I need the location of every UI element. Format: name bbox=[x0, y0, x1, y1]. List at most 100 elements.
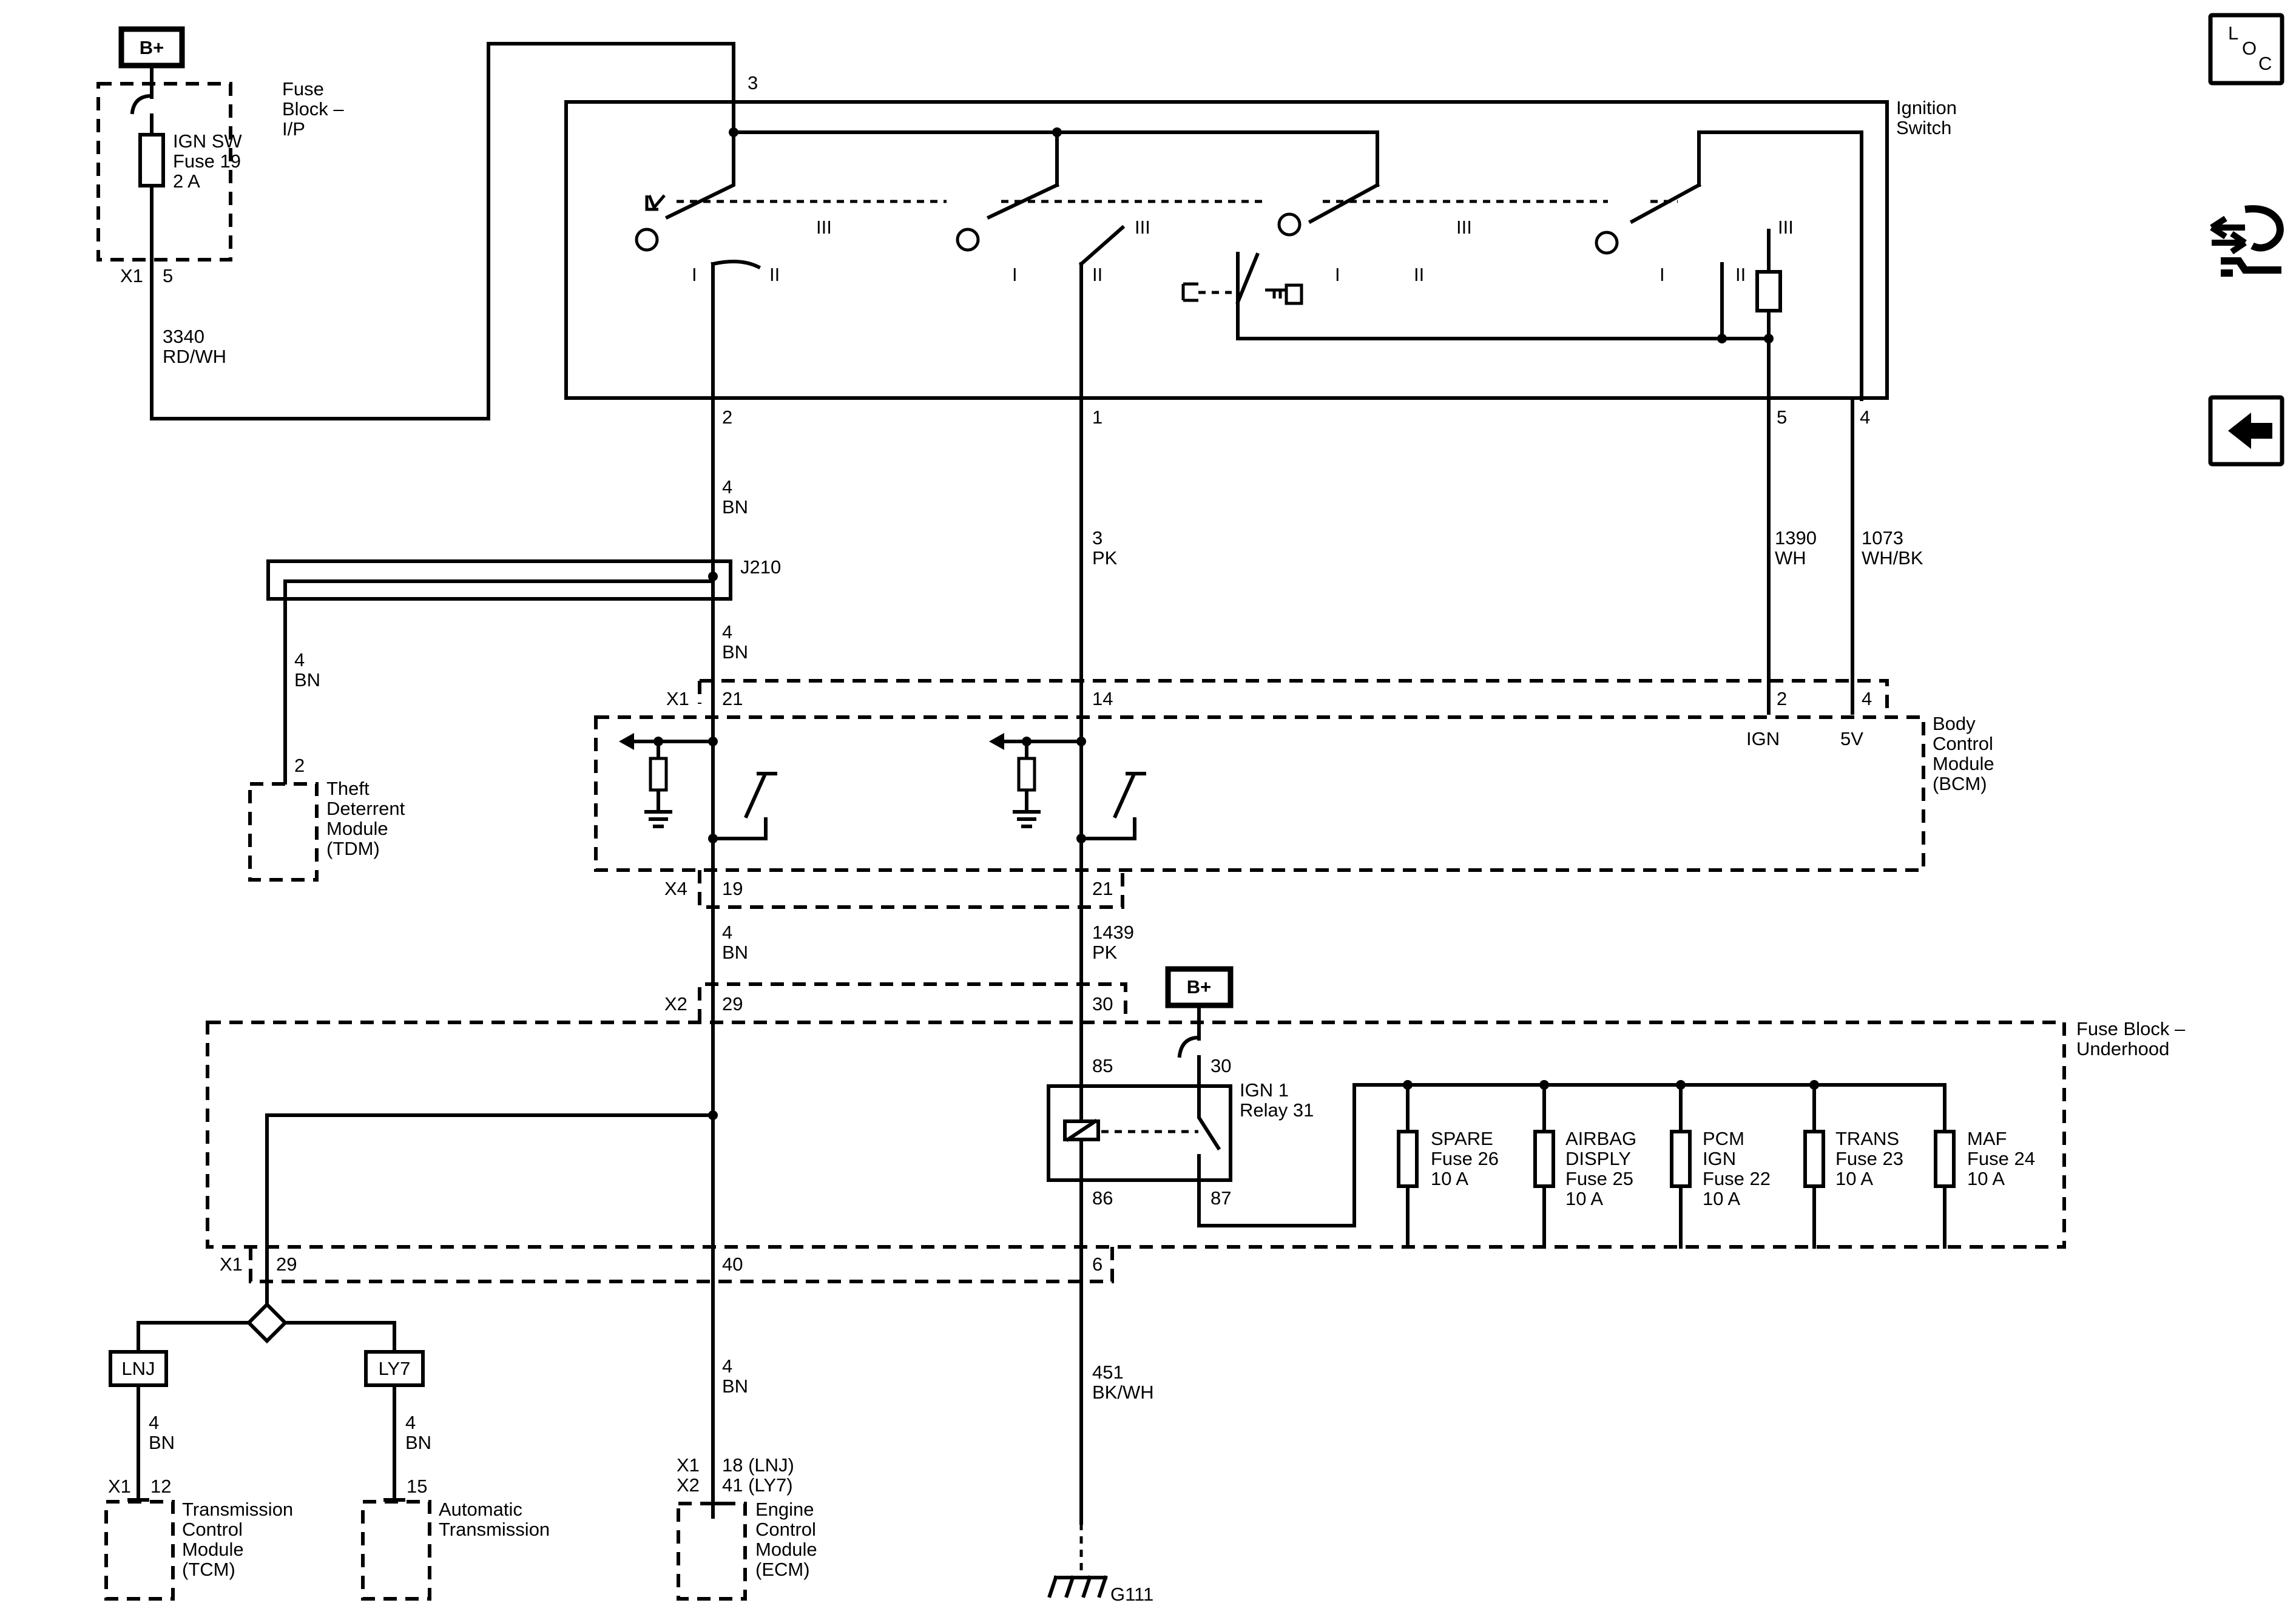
svg-text:87: 87 bbox=[1210, 1187, 1231, 1209]
fuse-block-underhood: X2 29 30 Fuse Block – Underhood X1 29 40… bbox=[206, 966, 2190, 1306]
at-label: Automatic Transmission bbox=[439, 1499, 550, 1540]
wire-tcm-at bbox=[137, 1383, 396, 1502]
fuse-x1-label: X1 bbox=[120, 265, 143, 286]
wire-3340 bbox=[150, 42, 735, 420]
svg-text:X2: X2 bbox=[677, 1474, 700, 1496]
sw-lock-glyph bbox=[645, 194, 666, 211]
svg-text:29: 29 bbox=[276, 1254, 297, 1275]
svg-text:4: 4 bbox=[1860, 407, 1870, 428]
ignition-switch-label: Ignition Switch bbox=[1896, 97, 1962, 138]
option-branches bbox=[137, 1321, 396, 1354]
splice-j210-bar bbox=[266, 559, 732, 601]
at-outline bbox=[361, 1500, 431, 1601]
svg-text:X1: X1 bbox=[666, 688, 689, 709]
connector-views-icon[interactable] bbox=[2210, 205, 2284, 277]
svg-text:2: 2 bbox=[1777, 688, 1787, 709]
svg-text:X2: X2 bbox=[664, 993, 687, 1014]
svg-text:5V: 5V bbox=[1840, 728, 1863, 749]
ignition-switch-outline bbox=[564, 100, 1889, 400]
svg-text:6: 6 bbox=[1092, 1254, 1102, 1275]
fuse-19-symbol bbox=[138, 133, 165, 187]
svg-text:29: 29 bbox=[722, 993, 743, 1014]
back-button[interactable] bbox=[2208, 395, 2284, 467]
bplus-label-relay: B+ bbox=[1187, 976, 1212, 998]
ecm-label: Engine Control Module (ECM) bbox=[755, 1499, 822, 1580]
svg-text:I: I bbox=[1335, 264, 1340, 285]
svg-text:C: C bbox=[2258, 53, 2272, 74]
circuit-3340-label: 3340 RD/WH bbox=[163, 326, 226, 367]
svg-text:II: II bbox=[1735, 264, 1746, 285]
svg-text:4: 4 bbox=[1862, 688, 1872, 709]
sw-blade-2 bbox=[987, 183, 1059, 220]
bcm-label: Body Control Module (BCM) bbox=[1933, 713, 1999, 794]
location-button[interactable]: L O C bbox=[2208, 13, 2284, 86]
tdm-label: Theft Deterrent Module (TDM) bbox=[326, 778, 410, 859]
fuse-block-uh-label: Fuse Block – Underhood bbox=[2076, 1018, 2190, 1059]
svg-text:X4: X4 bbox=[664, 878, 687, 899]
fbu-x2-connector bbox=[698, 982, 1127, 1022]
ecm-outline bbox=[677, 1502, 747, 1601]
sw-key-circuit bbox=[1236, 252, 1771, 340]
svg-text:2: 2 bbox=[722, 407, 732, 428]
svg-text:21: 21 bbox=[1092, 878, 1113, 899]
sw-blade-3 bbox=[1308, 182, 1380, 224]
relay-87-bus bbox=[1197, 1083, 1947, 1249]
svg-text:30: 30 bbox=[1092, 993, 1113, 1014]
fuse-19-label: IGN SW Fuse 19 2 A bbox=[173, 130, 247, 192]
svg-text:I: I bbox=[1012, 264, 1018, 285]
svg-text:40: 40 bbox=[722, 1254, 743, 1275]
wire-tdm bbox=[283, 579, 715, 785]
fuse-block-ip-outline bbox=[96, 82, 232, 262]
svg-text:J210: J210 bbox=[740, 556, 781, 578]
wire-4bn-branch-tcm bbox=[265, 1113, 715, 1306]
fbu-x1-connector bbox=[249, 1247, 1114, 1283]
sw-bus-right bbox=[1697, 130, 1863, 401]
svg-text:86: 86 bbox=[1092, 1187, 1113, 1209]
fuse-block-ip-label: Fuse Block – I/P bbox=[282, 78, 349, 140]
sw-contact-1 bbox=[711, 260, 761, 270]
ignition-switch: 3 Ignition Switch I II III I II III I II bbox=[564, 72, 1962, 428]
fuse-ip-feed bbox=[130, 64, 154, 115]
svg-text:LY7: LY7 bbox=[379, 1358, 411, 1379]
svg-text:II: II bbox=[769, 264, 780, 285]
svg-text:III: III bbox=[1135, 217, 1150, 238]
relay-name-label: IGN 1 Relay 31 bbox=[1240, 1079, 1314, 1121]
svg-text:I: I bbox=[1660, 264, 1665, 285]
option-diamond bbox=[246, 1301, 288, 1344]
relay-30-feed bbox=[1177, 1004, 1201, 1088]
svg-text:X1: X1 bbox=[677, 1454, 700, 1476]
sw-blade-1 bbox=[664, 95, 735, 220]
ign-pin-3: 3 bbox=[748, 72, 758, 93]
svg-text:O: O bbox=[2242, 38, 2257, 59]
svg-text:85: 85 bbox=[1092, 1055, 1113, 1076]
relay-outline bbox=[1047, 1084, 1232, 1182]
sw-resistor bbox=[1755, 270, 1782, 312]
key-reminder-glyph bbox=[1181, 282, 1198, 302]
ground-symbol bbox=[1047, 1575, 1108, 1598]
svg-text:2: 2 bbox=[294, 755, 305, 776]
body-control-module: X1 21 14 2 4 IGN 5V Body Control Module … bbox=[594, 679, 1999, 909]
svg-text:21: 21 bbox=[722, 688, 743, 709]
fuse-24-symbol bbox=[1934, 1130, 1956, 1188]
fbu-outline bbox=[206, 1021, 2066, 1249]
bcm-pulldown-2 bbox=[1013, 740, 1041, 828]
